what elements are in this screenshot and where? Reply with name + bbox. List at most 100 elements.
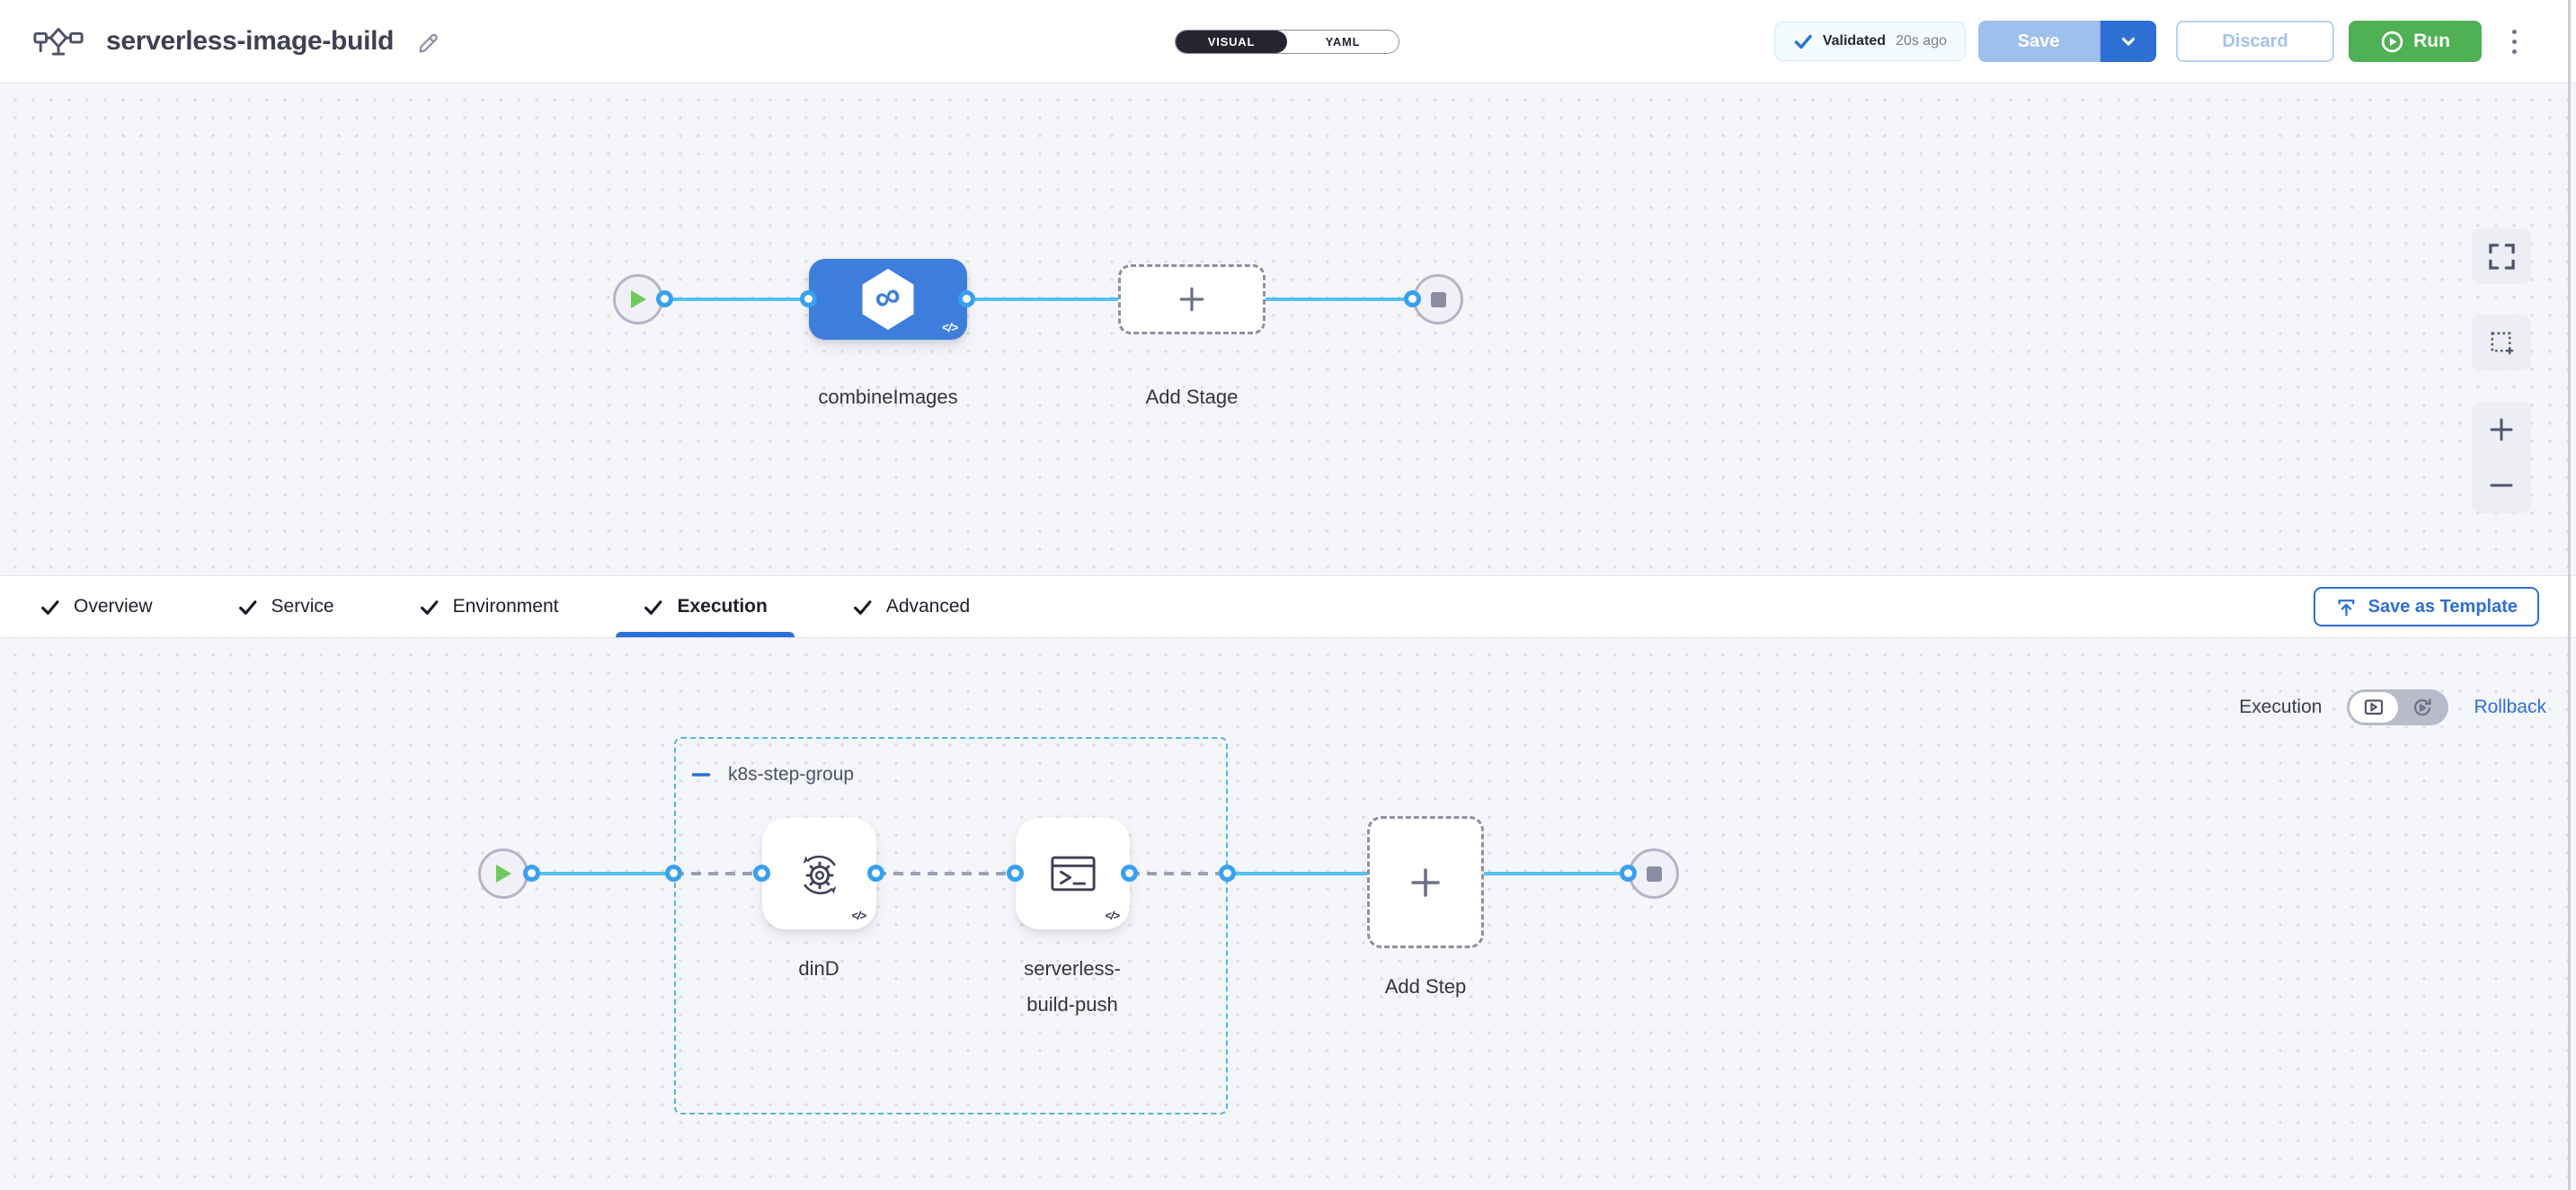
tab-label: Advanced xyxy=(885,596,971,617)
add-step-button[interactable] xyxy=(1367,816,1484,948)
connector-dot[interactable] xyxy=(1007,865,1024,882)
stage-node-combineimages[interactable]: ∞ </> xyxy=(809,259,967,340)
tab-label: Execution xyxy=(677,596,768,617)
header: serverless-image-build VISUAL YAML Valid… xyxy=(0,0,2576,84)
marquee-select-icon xyxy=(2487,328,2517,358)
step-label-serverless-build-push: serverless- build-push xyxy=(1024,957,1121,1016)
plus-icon xyxy=(1176,283,1208,315)
zoom-out-button[interactable] xyxy=(2472,457,2531,513)
save-as-template-button[interactable]: Save as Template xyxy=(2313,587,2539,626)
save-split-button: Save xyxy=(1978,21,2156,62)
check-icon xyxy=(853,599,872,615)
stage-tabbar: Overview Service Environment Execution A… xyxy=(0,575,2576,638)
connector-dot[interactable] xyxy=(1620,865,1637,882)
stage-label: combineImages xyxy=(818,386,958,408)
add-stage-button[interactable] xyxy=(1118,264,1266,334)
connector-dot[interactable] xyxy=(1404,290,1421,307)
header-actions: Validated 20s ago Save Discard xyxy=(1773,0,2522,83)
connector-dot[interactable] xyxy=(753,865,770,882)
kebab-menu-icon[interactable] xyxy=(2507,24,2522,59)
rollback-toggle-button[interactable] xyxy=(2398,692,2447,723)
execution-toggle-icon xyxy=(2365,699,2384,715)
tab-environment[interactable]: Environment xyxy=(392,576,586,637)
connector-dot[interactable] xyxy=(665,865,682,882)
tab-label: Overview xyxy=(74,596,153,617)
tab-advanced[interactable]: Advanced xyxy=(825,576,997,637)
step-node-dind[interactable]: </> xyxy=(762,818,876,929)
validated-badge[interactable]: Validated 20s ago xyxy=(1773,22,1966,61)
zoom-controls xyxy=(2472,402,2531,513)
zoom-out-icon xyxy=(2490,484,2513,487)
code-badge-icon: </> xyxy=(851,909,866,922)
validated-time: 20s ago xyxy=(1896,33,1947,49)
step-group-label[interactable]: k8s-step-group xyxy=(728,764,855,785)
upload-template-icon xyxy=(2335,596,2358,618)
marquee-select-button[interactable] xyxy=(2472,315,2531,370)
zoom-in-button[interactable] xyxy=(2472,402,2531,457)
step-group-box[interactable] xyxy=(674,737,1228,1115)
tab-label: Environment xyxy=(452,596,559,617)
validated-label: Validated xyxy=(1822,33,1887,49)
check-icon xyxy=(238,599,256,615)
pipeline-title: serverless-image-build xyxy=(106,26,395,56)
connector-dot[interactable] xyxy=(867,865,884,882)
connector-dot[interactable] xyxy=(1121,865,1138,882)
visual-yaml-toggle: VISUAL YAML xyxy=(1175,30,1399,54)
edge-line-dashed xyxy=(674,872,762,875)
execution-end-node xyxy=(1629,848,1679,899)
execution-canvas[interactable]: Execution Rollback xyxy=(0,638,2576,1190)
execution-toggle-button[interactable] xyxy=(2349,692,2398,723)
save-options-button[interactable] xyxy=(2099,21,2156,62)
rollback-label[interactable]: Rollback xyxy=(2474,697,2546,717)
fullscreen-button[interactable] xyxy=(2472,228,2531,284)
docker-in-docker-gear-sync-icon xyxy=(803,855,836,894)
connector-dot[interactable] xyxy=(958,290,975,307)
stop-icon xyxy=(1646,866,1662,882)
play-icon xyxy=(630,290,646,308)
visual-toggle-button[interactable]: VISUAL xyxy=(1176,31,1287,53)
connector-dot[interactable] xyxy=(1219,865,1236,882)
tabs: Overview Service Environment Execution A… xyxy=(0,576,2576,637)
connector-dot[interactable] xyxy=(523,865,540,882)
add-stage-label: Add Stage xyxy=(1145,386,1239,408)
tab-execution[interactable]: Execution xyxy=(616,576,795,637)
edge-line xyxy=(1228,872,1367,875)
connector-dot[interactable] xyxy=(656,290,673,307)
chevron-down-icon xyxy=(2118,31,2139,52)
terminal-icon xyxy=(1050,856,1096,891)
execution-start-node xyxy=(478,848,529,899)
code-badge-icon: </> xyxy=(1105,909,1120,922)
save-as-template-label: Save as Template xyxy=(2367,596,2518,617)
add-step-label: Add Step xyxy=(1384,975,1467,998)
tab-service[interactable]: Service xyxy=(210,576,361,637)
scrollbar[interactable] xyxy=(2568,0,2571,1190)
execution-label: Execution xyxy=(2239,697,2323,717)
check-icon xyxy=(644,599,662,615)
save-button[interactable]: Save xyxy=(1978,21,2099,62)
fullscreen-icon xyxy=(2487,242,2517,271)
check-icon xyxy=(1793,31,1813,51)
zoom-in-icon xyxy=(2490,418,2513,441)
ci-stage-infinity-icon: ∞ xyxy=(862,269,914,330)
edge-line xyxy=(532,872,674,875)
run-button[interactable]: Run xyxy=(2349,21,2482,62)
tab-overview[interactable]: Overview xyxy=(13,576,180,637)
edge-line-dashed xyxy=(1130,872,1228,875)
edit-pencil-icon[interactable] xyxy=(415,30,440,54)
step-node-serverless-build-push[interactable]: </> xyxy=(1016,818,1130,929)
edge-line xyxy=(665,298,1413,301)
edge-line-dashed xyxy=(876,872,1016,875)
minus-collapse-icon[interactable] xyxy=(690,764,712,786)
connector-dot[interactable] xyxy=(800,290,817,307)
stage-canvas[interactable]: ∞ </> combineImages Add Stage xyxy=(0,83,2576,575)
play-icon xyxy=(495,865,511,883)
run-label: Run xyxy=(2413,31,2450,51)
edge-line xyxy=(1484,872,1629,875)
yaml-toggle-button[interactable]: YAML xyxy=(1325,35,1361,49)
step-group-header: k8s-step-group xyxy=(690,764,854,786)
stop-icon xyxy=(1430,291,1446,307)
run-play-icon xyxy=(2380,30,2404,54)
discard-button[interactable]: Discard xyxy=(2176,21,2334,62)
pipeline-icon xyxy=(32,24,84,58)
